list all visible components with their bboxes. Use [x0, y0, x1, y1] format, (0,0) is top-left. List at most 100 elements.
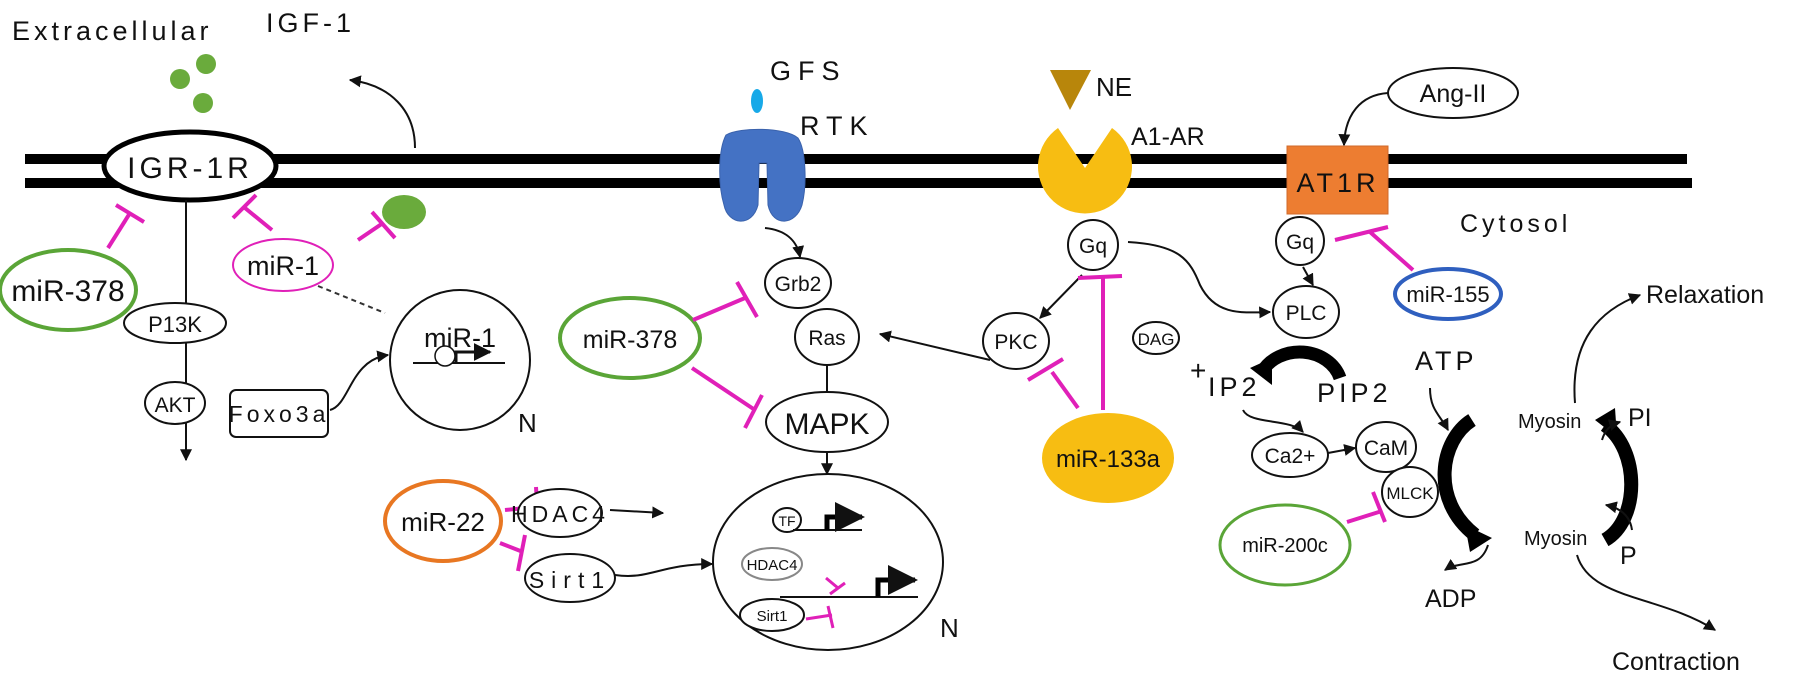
cam-node[interactable]: CaM	[1355, 421, 1417, 473]
mir22-label: miR-22	[401, 507, 485, 537]
pi-release-arrow	[1601, 419, 1622, 441]
p-input-arrow	[1604, 501, 1633, 531]
gq-at1r-node[interactable]: Gq	[1275, 216, 1325, 266]
pip2-conversion-arrow	[1256, 345, 1347, 381]
foxo3a-to-nucleus-arrow	[329, 350, 390, 411]
igf1-bound-icon	[382, 195, 426, 229]
ip2-label: IP2	[1208, 372, 1261, 402]
myosin-top-label: Myosin	[1518, 411, 1581, 433]
mir200c-node[interactable]: miR-200c	[1218, 503, 1352, 587]
tf-transcription-arrow-icon	[824, 502, 865, 532]
pkc-label: PKC	[994, 331, 1037, 354]
contraction-label: Contraction	[1612, 648, 1740, 676]
mir1-node[interactable]: miR-1	[232, 238, 334, 292]
gfs-label: GFS	[770, 56, 847, 86]
hdac4-nucleus-label: HDAC4	[747, 557, 798, 574]
mapk-label: MAPK	[784, 408, 869, 441]
mir1-transcription-link	[317, 285, 386, 314]
rtk-receptor[interactable]	[719, 128, 806, 222]
hdac4-node[interactable]: HDAC4	[511, 488, 609, 538]
gene-promoter-arrow-icon	[454, 343, 492, 363]
mir155-node[interactable]: miR-155	[1393, 267, 1503, 321]
plc-node[interactable]: PLC	[1272, 285, 1340, 339]
inhibition-mir22-sirt1	[499, 534, 527, 572]
ca2-label: Ca2+	[1265, 445, 1316, 468]
hdac4-label: HDAC4	[511, 501, 609, 527]
foxo3a-label: Foxo3a	[229, 401, 330, 427]
inhibition-sirt1-gene	[805, 605, 835, 629]
adp-label: ADP	[1425, 585, 1476, 613]
gfs-ligand-icon	[751, 89, 763, 113]
mir155-label: miR-155	[1406, 282, 1489, 307]
sirt1-node[interactable]: Sirt1	[524, 553, 616, 603]
mir133a-label: miR-133a	[1056, 446, 1161, 473]
inhibition-mir378-grb2	[692, 281, 759, 322]
ca-to-cam-arrow	[1327, 444, 1357, 456]
nucleus-right-label: N	[940, 613, 959, 643]
igf1-label: IGF-1	[266, 8, 355, 38]
akt-label: AKT	[155, 394, 196, 417]
a1ar-label: A1-AR	[1131, 123, 1205, 151]
nucleus-left-label: N	[518, 408, 537, 438]
rtk-to-grb2-arrow	[764, 227, 805, 259]
foxo3a-node[interactable]: Foxo3a	[229, 389, 330, 438]
mir378-left-node[interactable]: miR-378	[0, 248, 138, 332]
pip2-label: PIP2	[1317, 378, 1392, 408]
atp-label: ATP	[1415, 346, 1478, 376]
relaxation-arrow	[1573, 293, 1642, 404]
inhibition-mir133a-pkc	[1026, 357, 1080, 410]
cytosol-label: Cytosol	[1460, 210, 1571, 238]
grb2-label: Grb2	[775, 273, 822, 296]
a1ar-receptor[interactable]	[1038, 128, 1132, 214]
ip2-to-ca-arrow	[1242, 409, 1304, 433]
gq-to-plc-arrow-2	[1302, 266, 1314, 287]
inhibition-mir1-igr1r	[231, 193, 274, 232]
mir200c-label: miR-200c	[1242, 535, 1328, 557]
rtk-label: RTK	[800, 111, 875, 141]
inhibition-mir155-gq	[1334, 225, 1415, 272]
cell-membrane	[25, 154, 1692, 188]
mir133a-node[interactable]: miR-133a	[1042, 413, 1174, 503]
ras-label: Ras	[808, 327, 845, 350]
ras-node[interactable]: Ras	[794, 308, 860, 366]
inhibition-mir200c-mlck	[1346, 491, 1387, 524]
pkc-to-ras-arrow	[878, 330, 991, 361]
atp-input-arrow	[1429, 387, 1449, 432]
mlck-label: MLCK	[1386, 484, 1434, 503]
mir22-node[interactable]: miR-22	[383, 479, 503, 563]
igr1r-receptor[interactable]: IGR-1R	[101, 129, 279, 203]
ang2-node[interactable]: Ang-II	[1387, 67, 1519, 119]
at1r-receptor[interactable]: AT1R	[1286, 145, 1389, 215]
gene-transcription-arrow-icon	[875, 565, 918, 597]
contraction-arrow	[1576, 554, 1717, 631]
akt-node[interactable]: AKT	[144, 381, 206, 425]
sirt1-label: Sirt1	[529, 567, 611, 593]
ca2-node[interactable]: Ca2+	[1251, 432, 1329, 478]
inhibition-mir133a-gq	[1077, 274, 1123, 410]
inhibition-mir378-igr1r	[106, 203, 146, 250]
mir378-mid-node[interactable]: miR-378	[558, 296, 702, 380]
ang2-label: Ang-II	[1420, 80, 1487, 108]
secretion-arrow	[348, 75, 416, 149]
tf-label: TF	[778, 513, 795, 529]
ang2-to-at1r-arrow	[1338, 92, 1389, 147]
plus-sign: +	[1190, 355, 1206, 386]
gq-a1ar-node[interactable]: Gq	[1067, 219, 1119, 271]
p13k-node[interactable]: P13K	[123, 302, 227, 344]
p-label: P	[1620, 542, 1637, 570]
phosphorylation-arrow	[1437, 414, 1480, 541]
dag-node[interactable]: DAG	[1132, 321, 1180, 355]
cam-label: CaM	[1364, 437, 1408, 460]
mlck-node[interactable]: MLCK	[1381, 466, 1439, 518]
grb2-node[interactable]: Grb2	[764, 257, 832, 309]
mapk-node[interactable]: MAPK	[765, 391, 889, 453]
pkc-node[interactable]: PKC	[982, 312, 1050, 370]
inhibition-mir378-mapk	[690, 366, 764, 429]
mir378-left-label: miR-378	[11, 275, 124, 308]
relaxation-label: Relaxation	[1646, 281, 1764, 309]
gq-to-plc-arrow	[1127, 241, 1272, 319]
igr1r-label: IGR-1R	[127, 152, 253, 185]
mir1-label: miR-1	[247, 251, 319, 281]
mir378-mid-label: miR-378	[583, 326, 677, 354]
